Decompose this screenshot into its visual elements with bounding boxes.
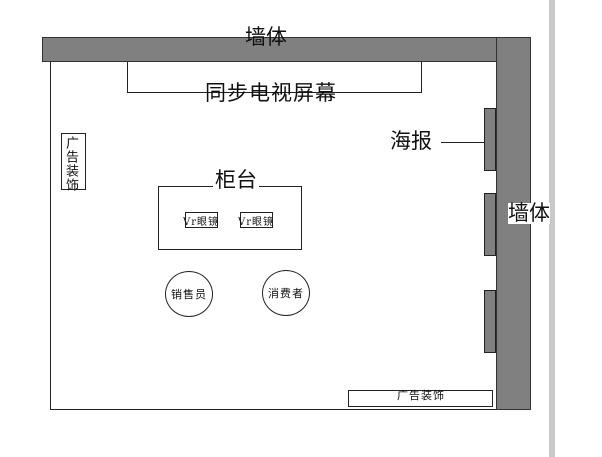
consumer-circle: 消费者 <box>262 270 310 316</box>
ad-decor-bottom-label: 广告装饰 <box>397 389 445 402</box>
ad-decor-left <box>61 133 86 190</box>
tv-screen-label: 同步电视屏幕 <box>205 81 337 105</box>
vr-device-2 <box>240 212 273 228</box>
counter <box>158 186 302 250</box>
vr-device-2-label: Vr眼镜 <box>238 217 275 228</box>
ad-decor-left-label: 广告装饰 <box>63 136 78 192</box>
right-wall-label: 墙体 <box>508 201 550 225</box>
counter-label: 柜台 <box>213 168 259 192</box>
poster-3 <box>484 290 496 353</box>
salesperson-label: 销售员 <box>171 288 207 301</box>
poster-2 <box>484 193 496 256</box>
ad-decor-bottom <box>348 390 493 407</box>
poster-1 <box>484 108 496 171</box>
poster-label: 海报 <box>390 129 432 153</box>
right-edge-strip <box>549 0 555 457</box>
poster-leader-line <box>441 142 485 143</box>
salesperson-circle: 销售员 <box>165 271 213 317</box>
top-wall-label: 墙体 <box>245 25 287 49</box>
vr-device-1-label: Vr眼镜 <box>183 217 220 228</box>
consumer-label: 消费者 <box>268 287 304 300</box>
tv-screen <box>127 62 422 93</box>
vr-device-1 <box>185 212 218 228</box>
top-wall <box>42 37 497 62</box>
